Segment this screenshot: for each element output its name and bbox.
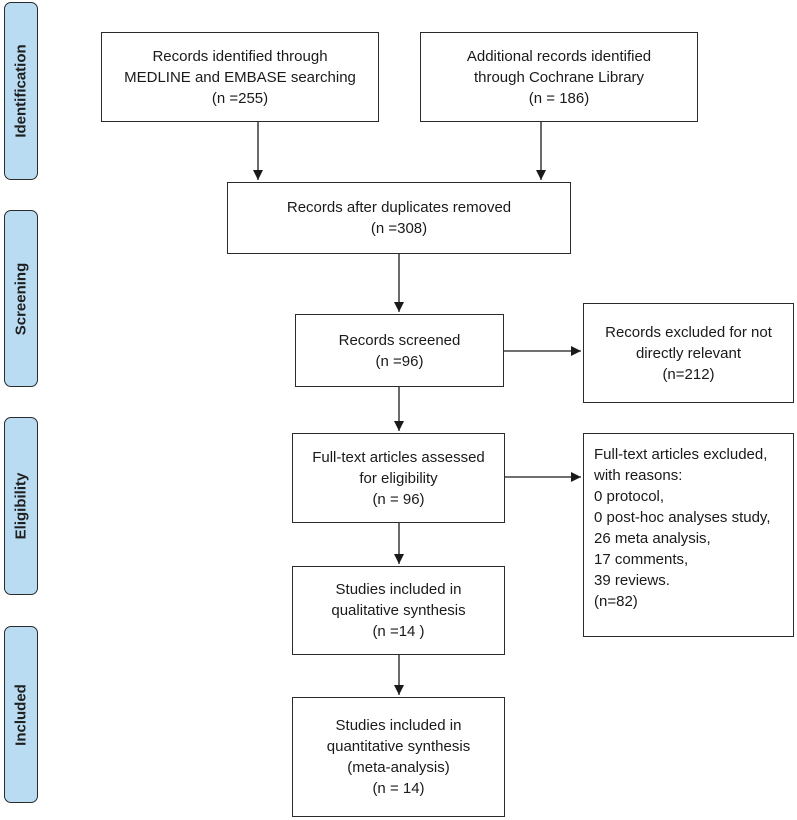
box-duplicates-line-2: (n =308) <box>370 220 428 237</box>
box-quantitative-line-3: (meta-analysis) <box>347 759 450 776</box>
box-fulltext-excluded-line-4: 0 post-hoc analyses study, <box>594 509 771 526</box>
box-fulltext-excluded-line-7: 39 reviews. <box>594 572 670 589</box>
phase-screening: Screening <box>4 210 38 387</box>
box-medline-line-3: (n =255) <box>211 89 269 107</box>
box-fulltext-excluded: Full-text articles excluded, with reason… <box>583 433 794 637</box>
box-excluded-line-2: directly relevant <box>635 344 742 362</box>
box-cochrane-line-1: Additional records identified <box>466 47 652 65</box>
box-cochrane-line-2: through Cochrane Library <box>473 68 645 86</box>
box-qualitative-synthesis: Studies included in qualitative synthesi… <box>292 566 505 655</box>
box-cochrane-records: Additional records identified through Co… <box>420 32 698 122</box>
box-fulltext-line-1: Full-text articles assessed <box>312 448 485 466</box>
box-quantitative-line-4: (n = 14) <box>372 780 425 797</box>
phase-included: Included <box>4 626 38 803</box>
box-screened-line-1: Records screened <box>338 331 461 349</box>
box-records-screened: Records screened (n =96) <box>295 314 504 387</box>
box-qualitative-line-1: Studies included in <box>335 581 462 598</box>
box-quantitative-line-1: Studies included in <box>335 717 462 734</box>
box-quantitative-line-2: quantitative synthesis <box>326 738 471 755</box>
phase-eligibility: Eligibility <box>4 417 38 595</box>
box-duplicates-removed: Records after duplicates removed (n =308… <box>227 182 571 254</box>
box-medline-records: Records identified through MEDLINE and E… <box>101 32 379 122</box>
box-quantitative-synthesis: Studies included in quantitative synthes… <box>292 697 505 817</box>
box-fulltext-line-2: for eligibility <box>359 469 438 487</box>
phase-identification: Identification <box>4 2 38 180</box>
box-fulltext-assessed: Full-text articles assessed for eligibil… <box>292 433 505 523</box>
box-fulltext-excluded-line-3: 0 protocol, <box>594 488 665 505</box>
box-qualitative-line-3: (n =14 ) <box>372 623 425 640</box>
box-duplicates-line-1: Records after duplicates removed <box>286 199 512 216</box>
box-excluded-line-3: (n=212) <box>662 365 715 383</box>
box-fulltext-excluded-line-1: Full-text articles excluded, <box>594 446 768 463</box>
box-fulltext-excluded-line-8: (n=82) <box>594 593 638 610</box>
box-fulltext-line-3: (n = 96) <box>372 490 425 508</box>
box-records-excluded: Records excluded for not directly releva… <box>583 303 794 403</box>
box-medline-line-1: Records identified through <box>152 47 328 65</box>
box-fulltext-excluded-line-5: 26 meta analysis, <box>594 530 711 547</box>
box-screened-line-2: (n =96) <box>375 352 424 370</box>
box-medline-line-2: MEDLINE and EMBASE searching <box>124 68 356 86</box>
box-fulltext-excluded-line-2: with reasons: <box>594 467 683 484</box>
box-excluded-line-1: Records excluded for not <box>605 323 772 341</box>
box-fulltext-excluded-line-6: 17 comments, <box>594 551 689 568</box>
box-qualitative-line-2: qualitative synthesis <box>331 602 466 619</box>
box-cochrane-line-3: (n = 186) <box>528 89 590 107</box>
